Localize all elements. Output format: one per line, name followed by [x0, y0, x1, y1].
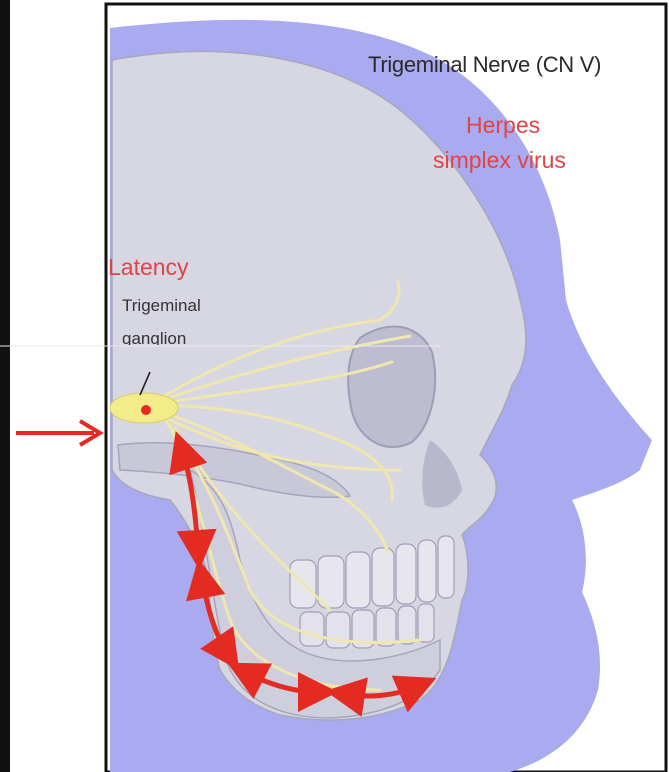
pointer-arrow [16, 421, 100, 445]
latency-label: Latency [108, 254, 189, 281]
virus-label-line2: simplex virus [433, 147, 566, 174]
left-frame-bar [0, 0, 10, 772]
latent-virus-dot [141, 405, 151, 415]
nerve-title: Trigeminal Nerve (CN V) [368, 52, 601, 78]
ganglion-label-line1: Trigeminal [122, 296, 201, 316]
virus-label-line1: Herpes [466, 112, 540, 139]
ganglion-label-line2: ganglion [122, 329, 186, 345]
